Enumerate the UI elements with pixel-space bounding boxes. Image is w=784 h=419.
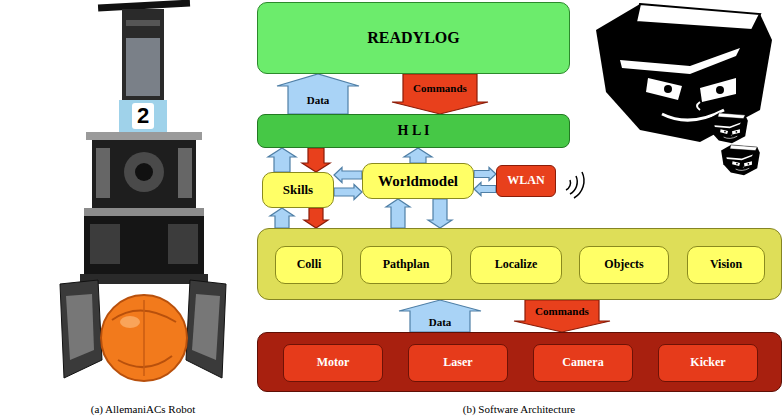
illustration-part (92, 140, 196, 208)
block-arrow (304, 208, 328, 228)
device-box: Kicker (658, 344, 758, 382)
robot-number: 2 (137, 103, 149, 129)
robot-photo (60, 0, 226, 381)
node-label: READYLOG (367, 29, 459, 47)
illustration-part (90, 224, 120, 264)
node-label: WLAN (507, 174, 544, 187)
subfigure-caption: (a) AllemaniACs Robot (91, 403, 196, 415)
hardware-band: Motor Laser Camera Kicker (257, 332, 782, 392)
illustration-part (574, 172, 584, 198)
illustration-part (168, 224, 198, 264)
node-label: Kicker (690, 356, 725, 369)
illustration-part (135, 163, 153, 181)
illustration-part (122, 9, 164, 103)
illustration-part (119, 100, 167, 132)
wireless-waves (566, 172, 584, 198)
node-label: Camera (562, 356, 603, 369)
block-arrow (334, 168, 362, 183)
block-arrow (428, 199, 452, 228)
node-label: Objects (604, 258, 643, 271)
interface-box: H L I (257, 114, 570, 148)
illustration-part (186, 280, 226, 378)
network-box: WLAN (496, 165, 556, 197)
illustration-part (86, 132, 202, 140)
node-label: Laser (443, 356, 472, 369)
illustration-part (118, 356, 172, 367)
block-arrow (386, 199, 410, 228)
block-arrow (474, 183, 496, 196)
block-arrow (270, 208, 294, 228)
block-arrow (514, 300, 610, 332)
robot-face (709, 113, 748, 143)
module-box: Pathplan (360, 246, 452, 284)
illustration-part (84, 216, 204, 274)
block-arrow (334, 185, 362, 200)
illustration-part (80, 274, 208, 284)
illustration-part (566, 180, 571, 190)
block-arrow (277, 74, 359, 114)
node-label: Worldmodel (378, 173, 458, 190)
illustration-part (60, 280, 102, 378)
arrow-label: Commands (413, 82, 467, 94)
device-box: Camera (533, 344, 633, 382)
module-box: Worldmodel (362, 163, 474, 199)
arrow-label: Data (429, 316, 452, 328)
node-label: Localize (495, 258, 538, 271)
robot-face (721, 145, 760, 175)
device-box: Motor (283, 344, 383, 382)
illustration-part (124, 152, 164, 192)
illustration-part (96, 148, 110, 198)
device-box: Laser (408, 344, 508, 382)
illustration-part (84, 208, 204, 216)
layer-band: Colli Pathplan Localize Objects Vision (257, 228, 782, 300)
module-box: Localize (470, 246, 562, 284)
illustration-part (132, 103, 154, 129)
module-box: Vision (687, 246, 765, 284)
node-label: Colli (297, 258, 322, 271)
block-arrow (392, 74, 488, 114)
illustration-part (101, 295, 187, 381)
block-arrow (302, 148, 330, 172)
illustration-part (126, 20, 160, 26)
language-box: READYLOG (257, 2, 570, 74)
illustration-part (192, 294, 220, 360)
arrow-label: Commands (535, 305, 589, 317)
node-label: Motor (317, 356, 350, 369)
node-label: Vision (710, 258, 742, 271)
illustration-part (570, 176, 577, 194)
subfigure-caption: (b) Software Architecture (463, 403, 575, 415)
illustration-part (178, 148, 192, 198)
illustration-part (126, 38, 160, 96)
module-box: Skills (262, 172, 334, 208)
module-box: Objects (579, 246, 669, 284)
block-arrow (474, 168, 496, 181)
illustration-part (66, 294, 94, 360)
illustration-part (120, 316, 140, 328)
node-label: H L I (398, 123, 430, 138)
node-label: Skills (283, 183, 313, 197)
illustration-part (143, 300, 145, 376)
node-label: Pathplan (383, 258, 430, 271)
block-arrow (399, 300, 481, 332)
module-box: Colli (275, 246, 343, 284)
arrow-label: Data (307, 94, 330, 106)
block-arrow (404, 148, 432, 163)
block-arrow (268, 148, 296, 172)
